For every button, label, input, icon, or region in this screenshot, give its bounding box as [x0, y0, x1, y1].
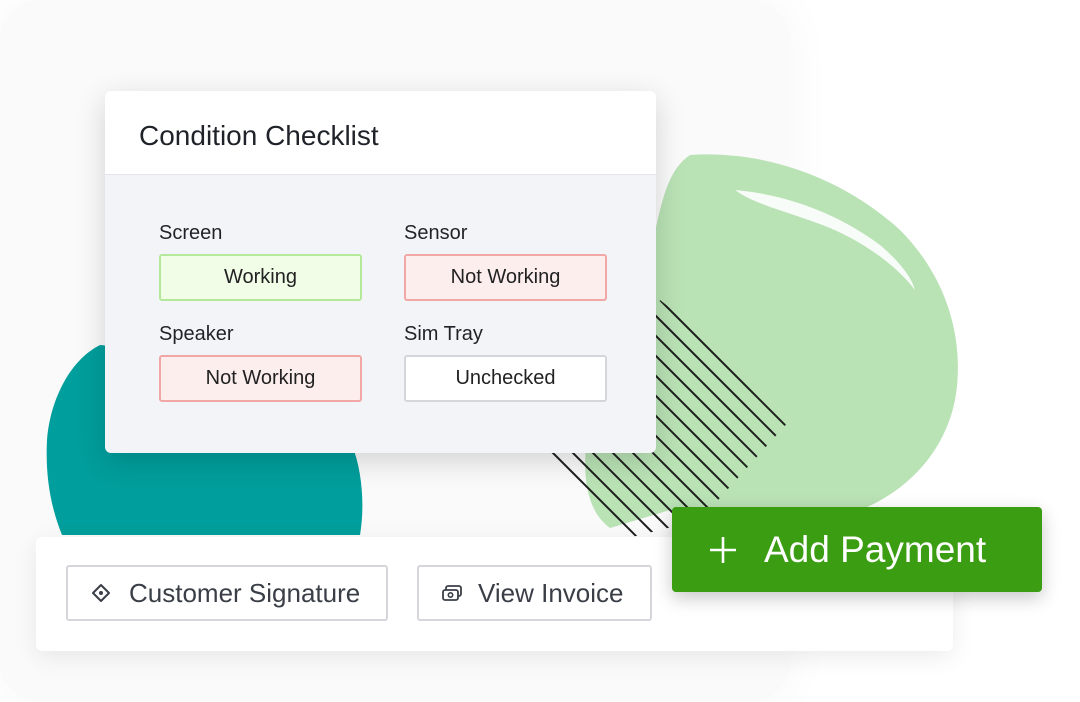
status-toggle-speaker[interactable]: Not Working	[159, 355, 362, 402]
view-invoice-button[interactable]: View Invoice	[417, 565, 652, 621]
status-toggle-sim-tray[interactable]: Unchecked	[404, 355, 607, 402]
field-label: Sim Tray	[404, 323, 483, 345]
view-invoice-label: View Invoice	[478, 577, 624, 608]
field-label: Sensor	[404, 222, 468, 244]
field-speaker: Speaker Not Working	[159, 322, 362, 402]
field-label: Speaker	[159, 323, 234, 345]
cash-icon	[441, 582, 463, 604]
customer-signature-button[interactable]: Customer Signature	[66, 565, 388, 621]
status-toggle-screen[interactable]: Working	[159, 254, 362, 301]
field-screen: Screen Working	[159, 221, 362, 301]
status-toggle-sensor[interactable]: Not Working	[404, 254, 607, 301]
blob-highlight	[735, 190, 915, 290]
plus-icon	[708, 535, 738, 565]
field-label: Screen	[159, 222, 223, 244]
condition-checklist-card: Condition Checklist Screen Working Senso…	[105, 91, 656, 453]
card-header: Condition Checklist	[105, 91, 656, 175]
signature-pen-icon	[90, 582, 112, 604]
add-payment-button[interactable]: Add Payment	[672, 507, 1042, 592]
field-sensor: Sensor Not Working	[404, 221, 607, 301]
customer-signature-label: Customer Signature	[129, 577, 361, 608]
add-payment-label: Add Payment	[764, 528, 987, 570]
field-sim-tray: Sim Tray Unchecked	[404, 322, 607, 402]
green-blob	[585, 154, 958, 528]
card-title: Condition Checklist	[139, 119, 379, 151]
